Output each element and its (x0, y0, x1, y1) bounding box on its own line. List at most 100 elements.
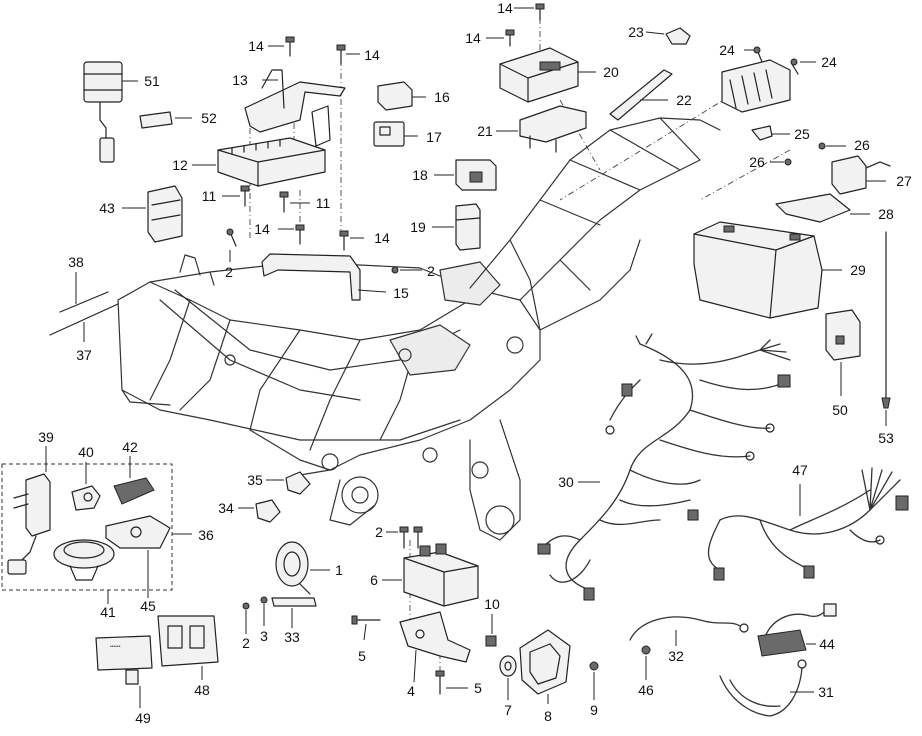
part-45-seat-lock (105, 515, 192, 598)
part-51-relay (83, 61, 138, 163)
motorcycle-frame (117, 117, 721, 541)
callout-14e: 14 (254, 221, 270, 237)
part-44-sensor (757, 603, 837, 657)
part-5-bolts (351, 615, 468, 695)
part-11-bolts (222, 185, 310, 213)
callout-37: 37 (76, 347, 92, 363)
callout-14d: 14 (364, 47, 380, 63)
callout-12: 12 (172, 157, 188, 173)
callout-13: 13 (232, 72, 248, 88)
part-53-cable-tie (881, 231, 891, 426)
part-9-screw (589, 661, 599, 700)
part-21-bracket (496, 105, 587, 153)
callout-30: 30 (558, 474, 574, 490)
callout-11a: 11 (201, 188, 217, 204)
part-28-bracket (775, 193, 870, 223)
part-15-bracket (261, 253, 387, 301)
callout-38: 38 (68, 254, 84, 270)
callout-1: 1 (335, 562, 343, 578)
callout-33: 33 (284, 629, 300, 645)
callout-27: 27 (896, 173, 912, 189)
part-26-screws (770, 142, 846, 166)
callout-2d: 2 (242, 635, 250, 651)
callout-3: 3 (260, 628, 268, 644)
callout-7: 7 (504, 702, 512, 718)
callout-2c: 2 (375, 524, 383, 540)
callout-31: 31 (818, 684, 834, 700)
callout-9: 9 (590, 702, 598, 718)
part-32-wire (629, 616, 749, 646)
part-27-starter-relay (831, 155, 891, 195)
callout-26a: 26 (854, 137, 870, 153)
part-10-nut (485, 614, 497, 647)
part-50-connector (825, 309, 861, 396)
part-7-washer (499, 655, 517, 700)
part-29-battery (693, 221, 842, 319)
part-1-horn (275, 541, 330, 595)
part-14-bolts-group (268, 36, 364, 251)
callout-53: 53 (878, 430, 894, 446)
part-2-3-screws-bottom (242, 526, 423, 634)
callout-15: 15 (393, 285, 409, 301)
callout-44: 44 (819, 636, 835, 652)
callout-50: 50 (832, 402, 848, 418)
callout-19: 19 (410, 219, 426, 235)
callout-20: 20 (603, 64, 619, 80)
part-20-regulator (486, 3, 596, 103)
part-13-bracket (244, 69, 346, 147)
part-46-screw (641, 645, 651, 680)
callout-52: 52 (201, 110, 217, 126)
part-24-fuse-box (721, 46, 816, 113)
callout-6: 6 (370, 572, 378, 588)
callout-28: 28 (878, 206, 894, 222)
callout-14b: 14 (248, 38, 264, 54)
part-42-key-fob (113, 456, 155, 505)
callout-4: 4 (407, 683, 415, 699)
callout-8: 8 (544, 708, 552, 724)
callout-42: 42 (122, 439, 138, 455)
part-43-connector (122, 185, 183, 243)
callout-24a: 24 (719, 42, 735, 58)
callout-36: 36 (198, 527, 214, 543)
callout-47: 47 (792, 462, 808, 478)
callout-10: 10 (484, 596, 500, 612)
part-25-clip (751, 125, 790, 141)
callout-2a: 2 (225, 264, 233, 280)
callout-45: 45 (140, 598, 156, 614)
assembly-dashed-lines (249, 18, 791, 690)
part-38-37-cable-ties (49, 272, 119, 342)
part-30-main-harness (537, 333, 791, 601)
part-48-tool-kit (157, 615, 219, 680)
callout-25: 25 (794, 126, 810, 142)
callout-46: 46 (638, 682, 654, 698)
part-23-clip (645, 27, 691, 45)
callout-17: 17 (426, 129, 442, 145)
part-33-bracket (271, 597, 317, 628)
part-49-card: •••••• (95, 635, 153, 708)
callout-39: 39 (38, 429, 54, 445)
part-31-ground-strap (719, 659, 814, 717)
part-52-pad (139, 111, 192, 129)
callout-14c: 14 (465, 30, 481, 46)
callout-14f: 14 (374, 230, 390, 246)
part-40-lock-cylinder (71, 462, 101, 511)
callout-5a: 5 (358, 648, 366, 664)
callout-35: 35 (247, 472, 263, 488)
part-2-screws-top (226, 228, 422, 274)
callout-23: 23 (628, 24, 644, 40)
callout-22: 22 (676, 92, 692, 108)
callout-18: 18 (412, 167, 428, 183)
part-18-module (434, 159, 497, 191)
callout-21: 21 (477, 123, 493, 139)
lock-set-group-box (1, 463, 173, 591)
part-17-relay (373, 121, 418, 147)
part-22-strap (609, 69, 673, 121)
part-12-ecu (192, 137, 326, 187)
callout-34: 34 (218, 500, 234, 516)
callout-14a: 14 (497, 0, 513, 16)
part-16-relay (377, 81, 426, 111)
callout-5b: 5 (474, 680, 482, 696)
callout-2b: 2 (427, 263, 435, 279)
callout-29: 29 (850, 262, 866, 278)
